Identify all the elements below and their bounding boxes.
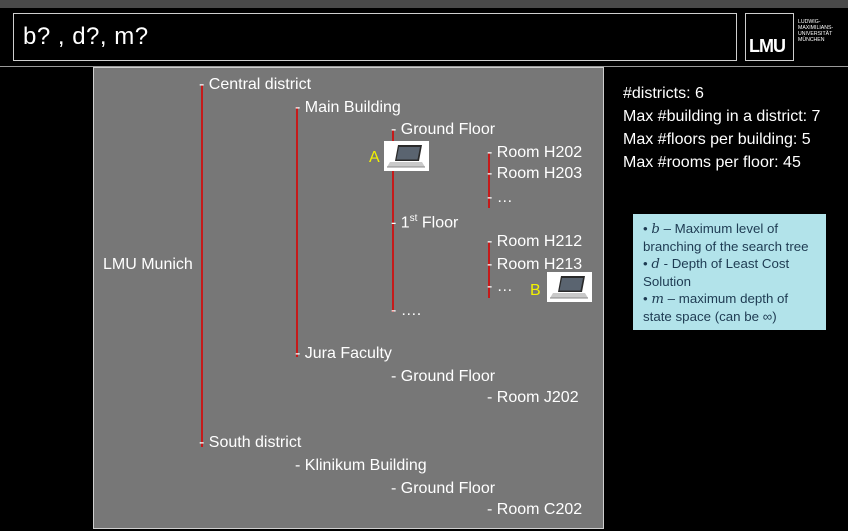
- tree-node-first-floor: - 1st Floor: [391, 210, 458, 232]
- definition-d-text: - Depth of Least Cost Solution: [643, 256, 790, 289]
- slide-title: b? , d?, m?: [23, 23, 149, 50]
- tree-node-central-district: - Central district: [199, 76, 312, 93]
- var-m: m: [651, 292, 664, 307]
- tree-node-room-h203: - Room H203: [487, 165, 583, 182]
- tree-node-ellipsis: - …: [487, 278, 513, 295]
- tree-node-south-district: - South district: [199, 434, 302, 451]
- tree-node-main-building: - Main Building: [295, 99, 401, 116]
- var-b: b: [651, 222, 660, 237]
- header-divider: [0, 66, 848, 67]
- university-name-line: MÜNCHEN: [798, 37, 825, 43]
- first-floor-prefix: - 1: [391, 214, 410, 232]
- tree-node-ground-floor: - Ground Floor: [391, 480, 496, 497]
- tree-node-room-c202: - Room C202: [487, 501, 583, 518]
- tree-node-room-h212: - Room H212: [487, 233, 583, 250]
- university-name-line: MAXIMILIANS-: [798, 25, 834, 31]
- marker-b: B: [530, 282, 541, 299]
- tree-line-root: [201, 85, 203, 447]
- stat-rooms: Max #rooms per floor: 45: [623, 154, 801, 171]
- tree-node-ground-floor: - Ground Floor: [391, 121, 496, 138]
- definition-b: • b – Maximum level of branching of the …: [643, 221, 809, 254]
- tree-panel: [93, 67, 604, 529]
- var-d: d: [651, 257, 660, 272]
- laptop-icon: [384, 141, 429, 171]
- definition-d: • d - Depth of Least Cost Solution: [643, 256, 790, 289]
- marker-a: A: [369, 149, 380, 166]
- top-strip: [0, 0, 848, 8]
- tree-node-jura-faculty: - Jura Faculty: [295, 345, 392, 362]
- stat-floors: Max #floors per building: 5: [623, 131, 811, 148]
- lmu-logo-text: LMU: [749, 36, 786, 56]
- tree-line-central: [296, 107, 298, 357]
- tree-node-ellipsis: - …: [487, 189, 513, 206]
- definition-m-text: – maximum depth of state space (can be ∞…: [643, 291, 789, 324]
- tree-line-ground-floor: [488, 153, 490, 208]
- tree-node-room-h202: - Room H202: [487, 144, 583, 161]
- university-name-line: UNIVERSITÄT: [798, 31, 833, 37]
- tree-line-first-floor: [488, 242, 490, 298]
- definition-box: • b – Maximum level of branching of the …: [633, 214, 826, 330]
- tree-node-room-j202: - Room J202: [487, 389, 579, 406]
- tree-line-main-building: [392, 130, 394, 312]
- first-floor-suffix: Floor: [417, 214, 459, 232]
- definition-b-text: – Maximum level of branching of the sear…: [643, 221, 809, 254]
- university-name-line: LUDWIG-: [798, 19, 821, 25]
- laptop-icon: [547, 272, 592, 302]
- definition-m: • m – maximum depth of state space (can …: [643, 291, 789, 324]
- stat-buildings: Max #building in a district: 7: [623, 108, 821, 125]
- tree-node-ellipsis: - ….: [391, 302, 422, 319]
- tree-node-root: LMU Munich: [103, 256, 193, 273]
- lmu-logo: LMU: [745, 13, 794, 61]
- tree-node-klinikum-building: - Klinikum Building: [295, 457, 427, 474]
- stats-block: #districts: 6 Max #building in a distric…: [623, 82, 820, 174]
- title-box: b? , d?, m?: [13, 13, 737, 61]
- stat-districts: #districts: 6: [623, 85, 704, 102]
- first-floor-sup: st: [409, 213, 418, 224]
- university-name: LUDWIG- MAXIMILIANS- UNIVERSITÄT MÜNCHEN: [798, 19, 846, 43]
- tree-node-room-h213: - Room H213: [487, 256, 583, 273]
- tree-node-ground-floor: - Ground Floor: [391, 368, 496, 385]
